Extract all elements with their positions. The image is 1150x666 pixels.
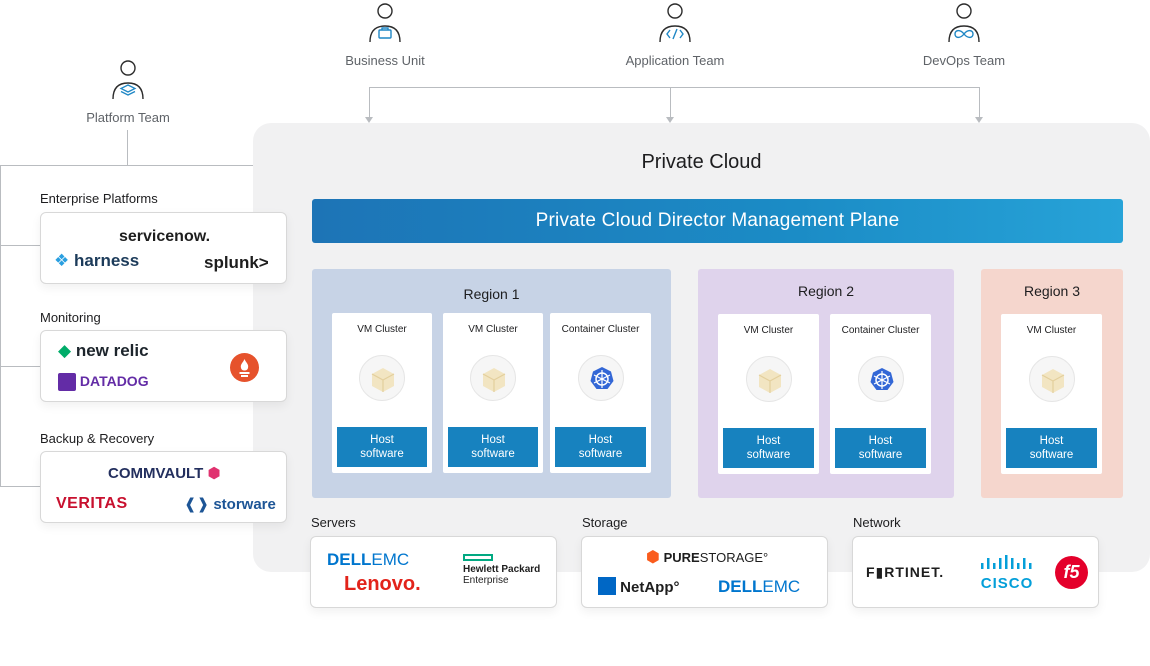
region-3: Region 3 VM Cluster Host software xyxy=(981,269,1123,498)
cube-icon xyxy=(359,355,405,401)
top-connector-right xyxy=(979,87,980,117)
datadog-logo: DATADOG xyxy=(58,373,149,392)
cluster-title: Container Cluster xyxy=(561,324,640,335)
splunk-logo: splunk> xyxy=(204,253,269,272)
host-software: Host software xyxy=(448,427,538,467)
servers-title: Servers xyxy=(311,515,356,530)
platform-connector-horizontal xyxy=(0,165,253,166)
left-branch-enterprise xyxy=(0,245,40,246)
region-2: Region 2 VM Cluster Host software Contai… xyxy=(698,269,954,498)
dellemc-logo: DELLEMC xyxy=(327,550,410,569)
storage-card: ⬢ PURESTORAGE° NetApp° DELLEMC xyxy=(581,536,828,608)
top-connector-mid xyxy=(670,87,671,117)
cluster-title: VM Cluster xyxy=(743,325,794,336)
servers-card: DELLEMC Lenovo. Hewlett Packard Enterpri… xyxy=(310,536,557,608)
lenovo-logo: Lenovo. xyxy=(344,573,421,595)
backup-recovery-card: COMMVAULT ⬢ VERITAS ❰❱ storware xyxy=(40,451,287,523)
dellemc-logo: DELLEMC xyxy=(718,577,801,596)
cluster-title: Container Cluster xyxy=(841,325,920,336)
private-cloud-title: Private Cloud xyxy=(641,151,762,173)
devops-team-persona: DevOps Team xyxy=(884,2,1044,68)
storware-icon: ❰❱ xyxy=(184,496,210,513)
cluster-title: VM Cluster xyxy=(468,324,518,335)
newrelic-icon: ◆ xyxy=(58,341,72,360)
prometheus-icon xyxy=(230,353,259,382)
left-spine xyxy=(0,165,1,487)
cluster-title: VM Cluster xyxy=(1026,325,1077,336)
harness-logo: ❖ harness xyxy=(54,251,140,270)
kubernetes-icon xyxy=(577,355,624,401)
vm-cluster: VM Cluster Host software xyxy=(718,314,819,474)
application-team-label: Application Team xyxy=(625,53,725,68)
cube-icon xyxy=(470,355,516,401)
fortinet-logo: F▮RTINET. xyxy=(866,564,945,580)
enterprise-platforms-card: servicenow. ❖ harness splunk> xyxy=(40,212,287,284)
container-cluster: Container Cluster Host software xyxy=(550,313,651,473)
arrow-down-icon xyxy=(365,117,373,123)
host-software: Host software xyxy=(723,428,814,468)
developer-user-icon xyxy=(659,3,691,43)
platform-team-persona: Platform Team xyxy=(48,59,208,125)
datadog-icon xyxy=(58,373,76,392)
purestorage-logo: ⬢ PURESTORAGE° xyxy=(646,549,769,566)
purestorage-icon: ⬢ xyxy=(646,549,660,566)
commvault-logo: COMMVAULT ⬢ xyxy=(108,465,221,482)
backup-recovery-title: Backup & Recovery xyxy=(40,431,155,446)
servicenow-logo: servicenow. xyxy=(119,228,211,245)
arrow-down-icon xyxy=(975,117,983,123)
host-software: Host software xyxy=(835,428,926,468)
cube-icon xyxy=(745,356,792,402)
left-branch-monitoring xyxy=(0,366,40,367)
cisco-bars-icon xyxy=(981,555,1032,569)
storage-title: Storage xyxy=(582,515,628,530)
platform-team-label: Platform Team xyxy=(86,110,170,125)
devops-user-icon xyxy=(948,3,980,43)
business-unit-label: Business Unit xyxy=(345,53,425,68)
region-1: Region 1 VM Cluster Host software VM Clu… xyxy=(312,269,671,498)
platform-connector-vertical xyxy=(127,130,128,165)
platform-user-icon xyxy=(112,60,144,100)
host-software: Host software xyxy=(1006,428,1097,468)
newrelic-logo: ◆ new relic xyxy=(58,341,149,360)
business-unit-persona: Business Unit xyxy=(305,2,465,68)
top-connector-horizontal xyxy=(369,87,980,88)
cluster-title: VM Cluster xyxy=(357,324,407,335)
region-title: Region 2 xyxy=(797,283,855,299)
region-title: Region 1 xyxy=(463,286,520,302)
vm-cluster: VM Cluster Host software xyxy=(332,313,432,473)
commvault-icon: ⬢ xyxy=(207,465,221,482)
monitoring-title: Monitoring xyxy=(40,310,101,325)
harness-icon: ❖ xyxy=(54,251,70,270)
network-card: F▮RTINET. CISCO f5 xyxy=(852,536,1099,608)
top-connector-left xyxy=(369,87,370,117)
business-user-icon xyxy=(369,3,401,43)
monitoring-card: ◆ new relic DATADOG xyxy=(40,330,287,402)
host-software: Host software xyxy=(337,427,427,467)
container-cluster: Container Cluster Host software xyxy=(830,314,931,474)
f5-logo: f5 xyxy=(1055,556,1088,589)
management-plane-banner: Private Cloud Director Management Plane xyxy=(312,199,1123,243)
cisco-logo: CISCO xyxy=(979,555,1035,592)
hpe-logo: Hewlett Packard Enterprise xyxy=(463,554,540,586)
netapp-logo: NetApp° xyxy=(598,577,680,596)
kubernetes-icon xyxy=(857,356,904,402)
cube-icon xyxy=(1028,356,1075,402)
netapp-icon xyxy=(598,577,616,595)
arrow-down-icon xyxy=(666,117,674,123)
network-title: Network xyxy=(853,515,901,530)
host-software: Host software xyxy=(555,427,646,467)
hpe-icon xyxy=(463,554,493,561)
left-branch-backup xyxy=(0,486,40,487)
veritas-logo: VERITAS xyxy=(56,495,128,512)
storware-logo: ❰❱ storware xyxy=(184,496,276,513)
vm-cluster: VM Cluster Host software xyxy=(1001,314,1102,474)
devops-team-label: DevOps Team xyxy=(922,53,1006,68)
vm-cluster: VM Cluster Host software xyxy=(443,313,543,473)
region-title: Region 3 xyxy=(1023,283,1081,299)
enterprise-platforms-title: Enterprise Platforms xyxy=(40,191,158,206)
application-team-persona: Application Team xyxy=(595,2,755,68)
